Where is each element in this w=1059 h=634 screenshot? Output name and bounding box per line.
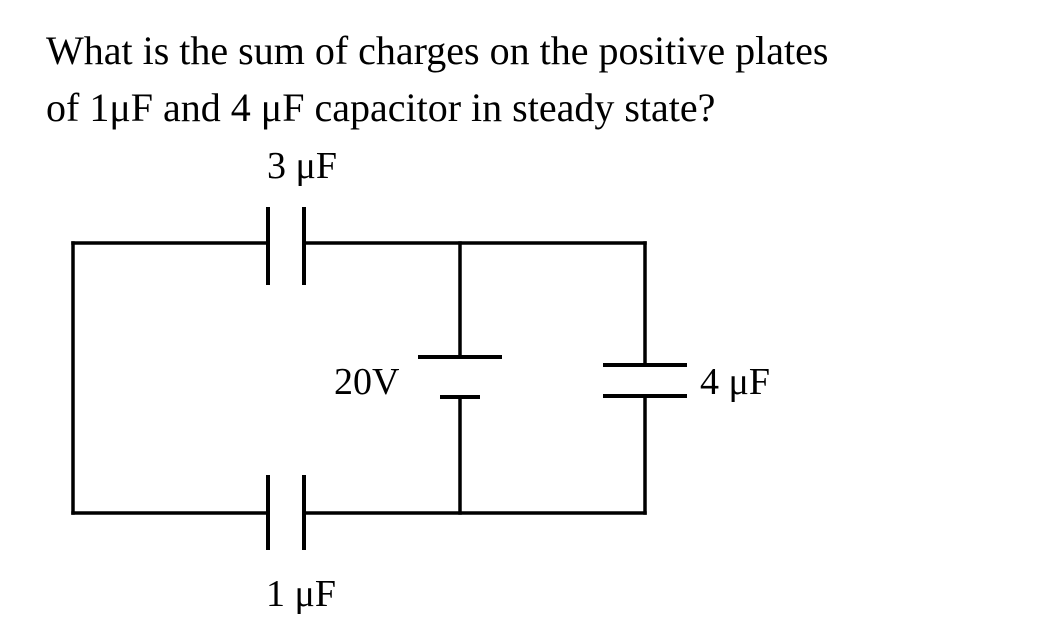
label-battery-20v: 20V [334, 361, 400, 403]
label-1uf: 1 μF [266, 573, 336, 615]
question-text: What is the sum of charges on the positi… [46, 22, 1006, 136]
label-4uf: 4 μF [700, 361, 770, 403]
label-3uf: 3 μF [267, 145, 337, 187]
question-line-1: What is the sum of charges on the positi… [46, 28, 829, 73]
question-line-2: of 1μF and 4 μF capacitor in steady stat… [46, 85, 716, 130]
